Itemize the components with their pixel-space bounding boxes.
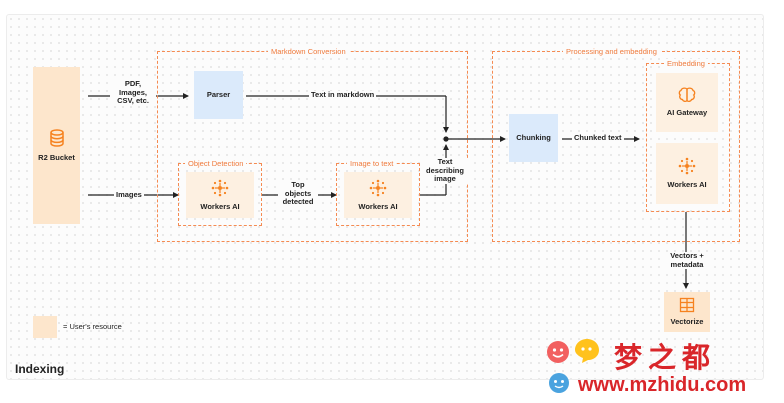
node-label: Workers AI [667,180,707,190]
edge-label-chunked-text: Chunked text [572,133,624,143]
edge-label-vectors-metadata: Vectors + metadata [662,251,712,270]
watermark-brand: 梦之都 [614,342,717,373]
group-title: Object Detection [185,159,247,168]
node-r2-bucket[interactable]: R2 Bucket [33,67,80,224]
node-parser[interactable]: Parser [194,71,243,119]
edge-label-top-objects: Top objects detected [278,180,318,207]
node-workers-ai-img2text[interactable]: Workers AI [344,172,412,218]
legend-swatch [33,316,57,338]
node-ai-gateway[interactable]: AI Gateway [656,73,718,132]
node-label: Workers AI [358,201,398,211]
brain-icon [678,87,696,103]
node-chunking[interactable]: Chunking [509,114,558,162]
node-label: Chunking [516,132,551,142]
node-label: R2 Bucket [38,152,75,162]
edge-label-text-describing: Text describing image [422,157,468,184]
node-workers-ai-embed[interactable]: Workers AI [656,143,718,204]
node-workers-ai-detect[interactable]: Workers AI [186,172,254,218]
node-vectorize[interactable]: Vectorize [664,292,710,332]
workers-ai-icon [369,179,387,196]
workers-ai-icon [678,157,696,175]
vectorize-icon [679,298,695,313]
edge-label-images: Images [114,190,144,200]
legend-label: = User's resource [63,322,122,331]
group-title: Processing and embedding [563,47,660,56]
group-object-detection: Object Detection [178,159,262,226]
face-icon [547,341,569,363]
node-label: AI Gateway [666,108,708,118]
node-label: Workers AI [200,201,240,211]
watermark: 梦之都 www.mzhidu.com [544,338,784,400]
group-title: Markdown Conversion [268,47,349,56]
node-label: Vectorize [670,317,704,327]
group-title: Embedding [664,59,708,68]
group-image-to-text: Image to text [336,159,420,226]
database-icon [49,128,64,147]
workers-ai-icon [211,179,229,196]
diagram-title: Indexing [15,362,65,376]
group-processing-embedding: Processing and embedding [492,47,740,242]
watermark-url: www.mzhidu.com [578,374,747,396]
group-embedding: Embedding [646,59,730,212]
node-label: Parser [206,89,231,99]
edge-label-text-in-markdown: Text in markdown [309,90,377,100]
face-icon [549,373,569,393]
group-title: Image to text [347,159,397,168]
edge-label-pdf-images: PDF, Images, CSV, etc. [110,79,156,106]
group-markdown-conversion: Markdown Conversion [157,47,468,242]
face-icon [575,339,599,363]
